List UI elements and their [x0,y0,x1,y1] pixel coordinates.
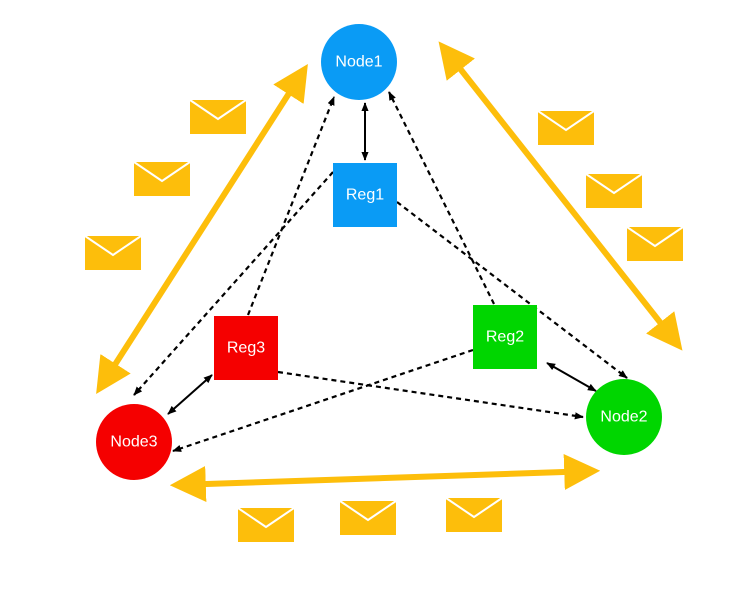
node-circle [321,24,397,100]
envelope-icon [537,110,595,146]
register-reg3: Reg3 [214,316,278,380]
node-label: Node2 [600,409,647,426]
register-reg1: Reg1 [333,163,397,227]
channel-node1-node2 [438,41,683,351]
node-label: Node1 [335,54,382,71]
node-node1: Node1 [321,24,397,100]
envelope-icon [237,507,295,543]
envelope-icon [445,497,503,533]
node-label: Node3 [110,434,157,451]
envelope-icon [339,500,397,536]
node-circle [586,379,662,455]
link-reg2-node1 [388,91,495,305]
channel-node1-node3 [96,63,308,395]
link-reg1-node2 [396,201,628,379]
local-links [167,102,597,415]
node-circle [96,404,172,480]
link-reg1-node3 [133,171,334,396]
register-box [473,305,537,369]
register-reg2: Reg2 [473,305,537,369]
channel-arrows [96,41,683,503]
envelope-icon [189,99,247,135]
link-reg3-node1 [246,96,336,316]
link-reg3-node2 [277,370,584,420]
register-label: Reg3 [227,340,265,357]
register-box [214,316,278,380]
node-node2: Node2 [586,379,662,455]
link-reg2-node3 [172,348,474,453]
envelope-icon [84,235,142,271]
channel-node3-node2 [169,453,601,503]
envelope-icon [133,161,191,197]
link-reg2-node2 [546,362,597,392]
envelope-icon [626,226,684,262]
remote-links [133,91,628,453]
node-node3: Node3 [96,404,172,480]
envelope-icon [585,173,643,209]
register-label: Reg2 [486,329,524,346]
link-reg3-node3 [167,374,213,415]
register-label: Reg1 [346,187,384,204]
register-box [333,163,397,227]
